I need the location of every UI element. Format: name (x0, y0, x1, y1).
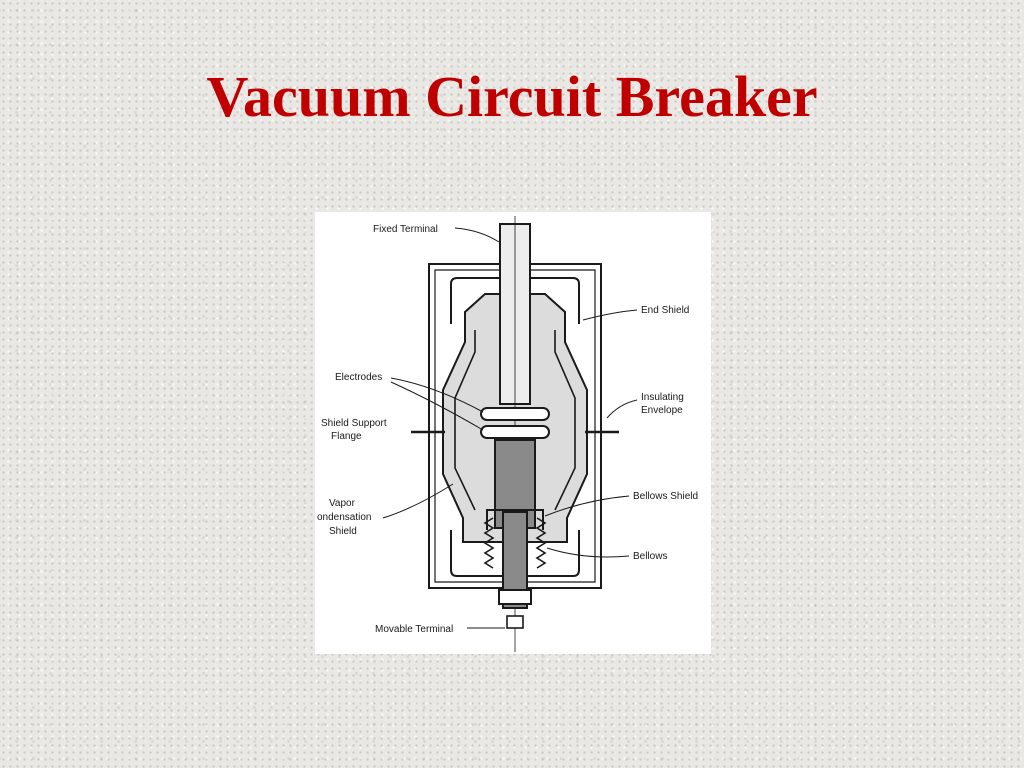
label-movable-terminal: Movable Terminal (375, 624, 453, 635)
leader-fixed-terminal (454, 227, 500, 243)
bellows-shield (486, 509, 544, 530)
leader-bellows-shield (544, 495, 630, 517)
leader-bellows (546, 547, 630, 558)
slide-title: Vacuum Circuit Breaker (206, 64, 818, 129)
diagram-svg: Fixed Terminal End Shield Electrodes Ins… (317, 216, 698, 652)
leader-electrodes (390, 377, 484, 431)
label-shield-support-1: Shield Support (321, 418, 387, 429)
label-fixed-terminal: Fixed Terminal (373, 224, 438, 235)
outer-housing-inner (434, 269, 596, 583)
electrode-lower (480, 425, 550, 439)
label-end-shield: End Shield (641, 305, 689, 316)
leader-end-shield (582, 309, 638, 321)
bellows-flange (498, 589, 532, 605)
label-bellows: Bellows (633, 551, 667, 562)
label-vapor-2: ondensation (317, 512, 372, 523)
bellows-left (483, 517, 495, 569)
label-vapor-3: Shield (329, 526, 357, 537)
label-insulating-2: Envelope (641, 405, 683, 416)
electrode-upper (480, 407, 550, 421)
vacuum-interrupter-diagram: Fixed Terminal End Shield Electrodes Ins… (315, 212, 711, 654)
label-insulating-1: Insulating (641, 392, 684, 403)
label-shield-support-2: Flange (331, 431, 362, 442)
label-bellows-shield: Bellows Shield (633, 491, 698, 502)
movable-terminal-cap (506, 615, 524, 629)
label-electrodes: Electrodes (335, 372, 382, 383)
leader-vapor (382, 483, 454, 519)
leader-insulating (606, 399, 638, 419)
outer-housing (428, 263, 602, 589)
bellows-right (535, 517, 547, 569)
label-vapor-1: Vapor (329, 498, 356, 509)
